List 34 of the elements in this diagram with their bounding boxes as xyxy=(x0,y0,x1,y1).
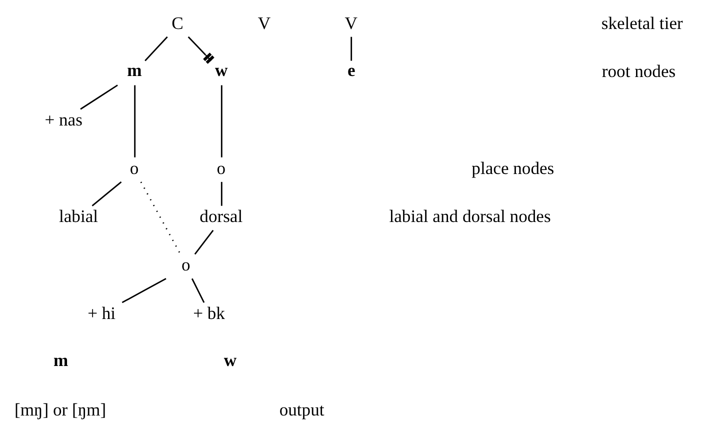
connector xyxy=(220,182,222,206)
label: root nodes xyxy=(601,61,676,82)
node-text: V xyxy=(344,12,357,33)
label: output xyxy=(278,400,324,420)
connector xyxy=(91,181,122,206)
connector xyxy=(144,36,168,62)
connector xyxy=(80,84,118,110)
connector xyxy=(187,36,214,64)
connector xyxy=(194,230,214,255)
node-text: e xyxy=(346,60,355,80)
node-text: w xyxy=(214,60,228,80)
node-text: o xyxy=(181,254,190,275)
connector xyxy=(140,182,180,254)
node-text: m xyxy=(126,60,142,80)
connector xyxy=(121,278,166,304)
node-text: o xyxy=(129,158,138,178)
node-text: labial xyxy=(58,206,98,226)
node-text: C xyxy=(171,12,183,33)
connector xyxy=(190,278,204,303)
node-text: + hi xyxy=(87,302,116,323)
node-text: + nas xyxy=(44,109,82,130)
label: w xyxy=(223,350,236,370)
node-text: V xyxy=(257,12,270,33)
connector xyxy=(134,85,136,158)
node-text: dorsal xyxy=(199,206,242,226)
label: [mŋ] or [ŋm] xyxy=(14,400,106,420)
connector xyxy=(220,85,222,158)
label: m xyxy=(53,350,68,370)
label: place nodes xyxy=(471,158,554,178)
connector xyxy=(350,36,352,61)
label: skeletal tier xyxy=(600,12,682,33)
label: labial and dorsal nodes xyxy=(388,206,550,226)
node-text: + bk xyxy=(192,302,224,323)
node-text: o xyxy=(216,158,226,178)
